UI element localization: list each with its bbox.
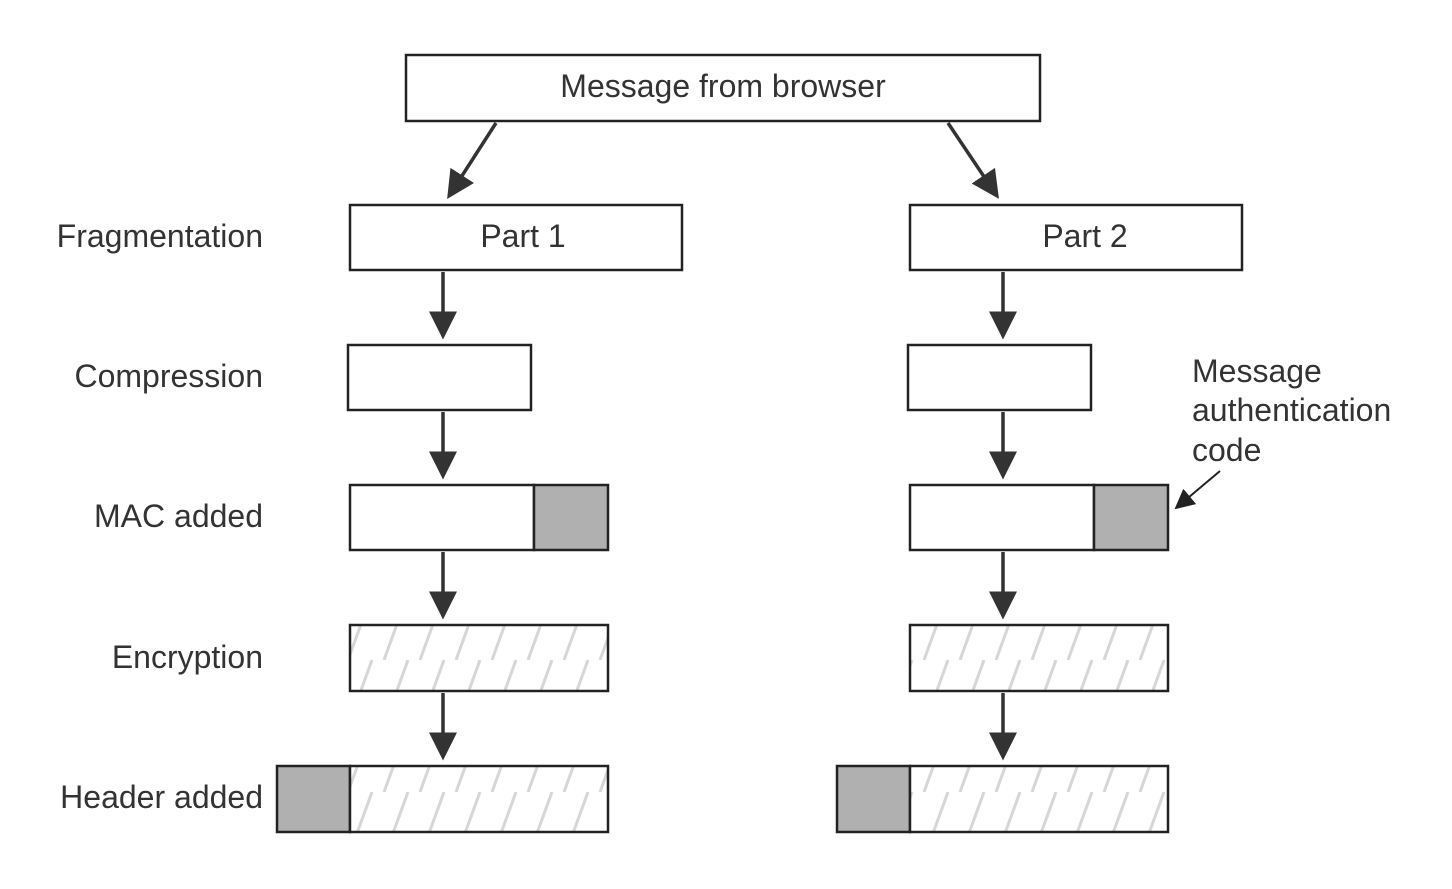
message-from-browser-label: Message from browser bbox=[560, 68, 886, 104]
part-1-column: Part 1 bbox=[275, 203, 684, 834]
part-2-label: Part 2 bbox=[1042, 218, 1127, 254]
part-2-box: Part 2 bbox=[908, 203, 1244, 272]
stage-label-fragmentation: Fragmentation bbox=[57, 218, 263, 254]
arrow-to-part-2 bbox=[946, 122, 999, 199]
part-1-data-block bbox=[348, 483, 536, 552]
stage-label-encryption: Encryption bbox=[112, 639, 263, 675]
stage-label-header-added: Header added bbox=[60, 779, 263, 815]
stage-label-mac-added: MAC added bbox=[94, 498, 263, 534]
part-1-compressed-block bbox=[346, 343, 533, 412]
part-1-mac-block bbox=[532, 483, 610, 552]
mac-annotation-line-3: code bbox=[1192, 432, 1261, 468]
part-2-column: Part 2 bbox=[835, 203, 1244, 834]
mac-annotation-line-2: authentication bbox=[1192, 392, 1391, 428]
mac-annotation: Message authentication code bbox=[1174, 353, 1391, 510]
part-2-mac-block bbox=[1092, 483, 1170, 552]
mac-annotation-pointer bbox=[1174, 470, 1221, 510]
part-1-final-encrypted-block bbox=[348, 764, 610, 834]
part-1-box: Part 1 bbox=[348, 203, 684, 272]
message-from-browser-box: Message from browser bbox=[404, 53, 1042, 123]
part-1-label: Part 1 bbox=[480, 218, 565, 254]
part-1-encrypted-block bbox=[348, 623, 610, 693]
part-1-header-block bbox=[275, 764, 352, 834]
stage-label-compression: Compression bbox=[74, 358, 263, 394]
arrow-to-part-1 bbox=[447, 122, 498, 199]
part-2-data-block bbox=[908, 483, 1096, 552]
part-2-encrypted-block bbox=[908, 623, 1170, 693]
part-2-compressed-block bbox=[906, 343, 1093, 412]
part-2-final-encrypted-block bbox=[908, 764, 1170, 834]
part-2-header-block bbox=[835, 764, 912, 834]
mac-annotation-line-1: Message bbox=[1192, 353, 1322, 389]
